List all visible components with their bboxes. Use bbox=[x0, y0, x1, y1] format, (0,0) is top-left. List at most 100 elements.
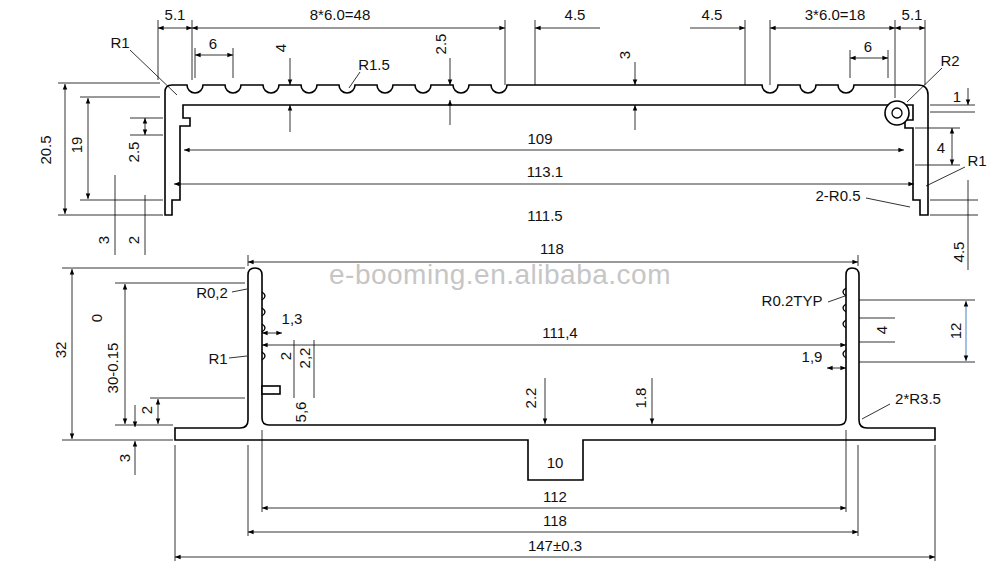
extension-line bbox=[150, 398, 245, 399]
extension-line bbox=[915, 165, 960, 166]
dimension-line bbox=[262, 508, 846, 509]
dimension-value: 20.5 bbox=[38, 134, 53, 165]
screw-boss bbox=[885, 101, 909, 125]
dimension-line bbox=[535, 28, 600, 29]
dimension-line bbox=[635, 62, 636, 85]
dimension-line bbox=[968, 180, 969, 270]
extension-line bbox=[80, 200, 163, 201]
extension-line bbox=[850, 50, 851, 78]
dimension-line bbox=[115, 175, 116, 255]
extension-line bbox=[930, 112, 975, 113]
extension-line bbox=[930, 200, 978, 201]
extension-line bbox=[535, 20, 536, 85]
dimension-value: 6 bbox=[863, 39, 873, 54]
dimension-value: 118 bbox=[539, 241, 565, 256]
radius-callout: 2-R0.5 bbox=[814, 188, 861, 203]
extension-line bbox=[859, 362, 975, 363]
extension-line bbox=[62, 440, 173, 441]
screw-hole bbox=[892, 108, 902, 118]
extension-line bbox=[130, 135, 163, 136]
dimension-value: 5,6 bbox=[293, 401, 308, 424]
dimension-value: 2.5 bbox=[126, 141, 141, 164]
base-profile bbox=[175, 268, 935, 480]
extension-line bbox=[930, 215, 978, 216]
dimension-value: 1 bbox=[952, 89, 962, 104]
dimension-value: 6 bbox=[208, 36, 218, 51]
dimension-value: 5.1 bbox=[901, 7, 924, 22]
dimension-value: 4.5 bbox=[564, 7, 587, 22]
dimension-line bbox=[545, 378, 546, 424]
dimension-value: 3 bbox=[96, 235, 111, 245]
dimension-value: 32 bbox=[53, 341, 68, 360]
extension-line bbox=[192, 20, 193, 80]
dimension-line bbox=[158, 28, 192, 29]
dimension-value: 8*6.0=48 bbox=[309, 7, 371, 22]
leader-line bbox=[866, 198, 910, 207]
dimension-value: 10 bbox=[546, 455, 565, 470]
dimension-value: 2.2 bbox=[523, 387, 538, 410]
dimension-value: 5.1 bbox=[164, 7, 187, 22]
dimension-line bbox=[88, 98, 89, 199]
dimension-line bbox=[135, 405, 136, 427]
dimension-line bbox=[968, 88, 969, 105]
leader-line bbox=[130, 50, 177, 95]
radius-callout: R2 bbox=[939, 53, 960, 68]
dimension-line bbox=[652, 378, 653, 424]
dimension-value: 147±0.3 bbox=[527, 538, 583, 553]
wall-tab bbox=[262, 386, 280, 394]
dimension-value: 111.5 bbox=[526, 208, 563, 223]
extension-line bbox=[858, 255, 859, 266]
dimension-line bbox=[952, 128, 953, 165]
dimension-line bbox=[135, 441, 136, 475]
extension-line bbox=[62, 268, 245, 269]
dimension-value: 4 bbox=[273, 43, 288, 53]
dimension-line bbox=[65, 84, 66, 214]
dimension-line bbox=[314, 340, 315, 398]
extension-line bbox=[895, 20, 896, 98]
dimension-value: 2 bbox=[126, 235, 141, 245]
extension-line bbox=[248, 445, 249, 536]
extension-line bbox=[248, 255, 249, 266]
dimension-line bbox=[158, 399, 159, 424]
extension-line bbox=[858, 445, 859, 536]
dimension-line bbox=[827, 368, 846, 369]
dimension-value: 19 bbox=[69, 136, 84, 155]
extension-line bbox=[915, 128, 960, 129]
dimension-line bbox=[72, 269, 73, 439]
dimension-line bbox=[248, 532, 858, 533]
radius-callout: R1 bbox=[109, 35, 130, 50]
dimension-line bbox=[850, 58, 888, 59]
extension-line bbox=[505, 20, 506, 85]
extension-line bbox=[115, 283, 245, 284]
extension-line bbox=[58, 215, 163, 216]
extension-line bbox=[158, 20, 159, 80]
dimension-value: 2 bbox=[139, 405, 154, 415]
dimension-line bbox=[192, 28, 505, 29]
radius-callout: R1 bbox=[207, 351, 228, 366]
dimension-line bbox=[294, 340, 295, 398]
dimension-value: 30-0.15 bbox=[105, 342, 120, 395]
dimension-value: 12 bbox=[948, 322, 963, 341]
leader-line bbox=[862, 404, 890, 419]
dimension-line bbox=[145, 118, 146, 135]
dimension-line bbox=[262, 345, 846, 346]
leader-line bbox=[349, 72, 360, 88]
dimension-value: 112 bbox=[542, 489, 568, 504]
dimension-line bbox=[145, 195, 146, 255]
extension-line bbox=[888, 50, 889, 78]
dimension-line bbox=[175, 557, 935, 558]
dimension-value: 2,2 bbox=[297, 347, 312, 370]
radius-callout: R1.5 bbox=[357, 57, 391, 72]
dimension-value: 1,3 bbox=[281, 311, 304, 326]
dimension-value: 4.5 bbox=[701, 7, 724, 22]
dimension-value: 4 bbox=[936, 140, 946, 155]
radius-callout: 2*R3.5 bbox=[894, 391, 942, 406]
dimension-line bbox=[966, 301, 967, 361]
dimension-value: 4.5 bbox=[951, 241, 966, 264]
dimension-value: 113.1 bbox=[526, 164, 564, 179]
dimension-value: 3 bbox=[617, 50, 632, 60]
dimension-line bbox=[290, 105, 291, 132]
extension-line bbox=[846, 430, 847, 512]
dimension-value: 118 bbox=[542, 513, 568, 528]
extension-line bbox=[935, 445, 936, 561]
